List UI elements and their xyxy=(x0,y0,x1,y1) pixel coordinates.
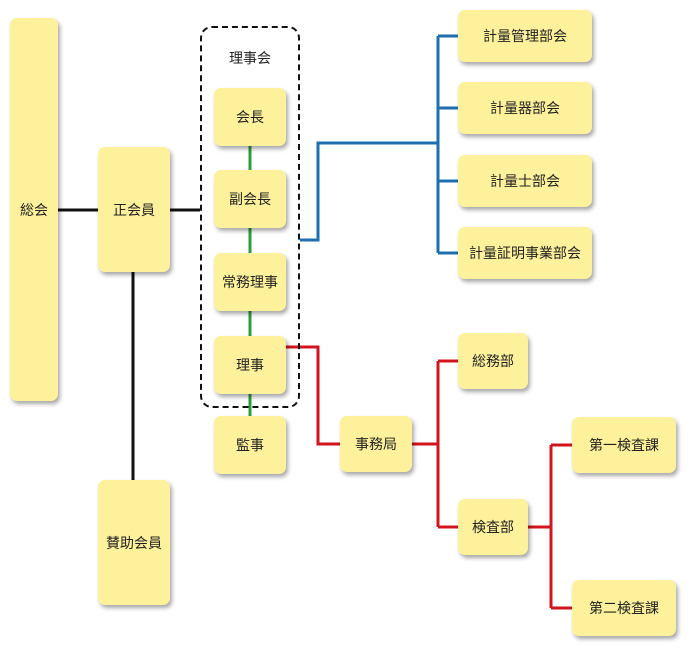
node-seikaiin: 正会員 xyxy=(98,147,170,272)
node-kanri-bukai: 計量管理部会 xyxy=(458,10,592,62)
node-riji: 理事 xyxy=(214,336,286,394)
node-jimukyoku: 事務局 xyxy=(340,416,412,472)
node-kanji: 監事 xyxy=(214,416,286,474)
board-group-label: 理事会 xyxy=(229,51,271,67)
node-somubu: 総務部 xyxy=(458,333,528,389)
connector-riji-jimukyoku xyxy=(286,345,340,446)
node-sanjo: 賛助会員 xyxy=(98,480,170,605)
node-kensabu: 検査部 xyxy=(458,499,528,555)
node-fukukaicho: 副会長 xyxy=(214,170,286,228)
node-kensa2: 第二検査課 xyxy=(572,580,676,636)
board-group-box xyxy=(200,26,300,408)
connector-board-committees xyxy=(300,141,438,242)
node-soukai: 総会 xyxy=(10,18,58,401)
node-shi-bukai: 計量士部会 xyxy=(458,155,592,207)
node-jomu: 常務理事 xyxy=(214,253,286,311)
node-kiki-bukai: 計量器部会 xyxy=(458,82,592,134)
node-kaicho: 会長 xyxy=(214,88,286,146)
node-kensa1: 第一検査課 xyxy=(572,417,676,473)
node-shomei-bukai: 計量証明事業部会 xyxy=(458,227,592,279)
